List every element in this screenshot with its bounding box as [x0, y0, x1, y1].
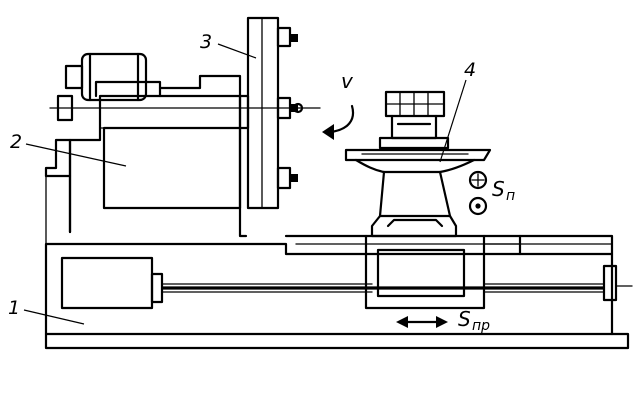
callout-4: 4 — [464, 59, 476, 81]
cross-feed-symbols: S п — [468, 170, 515, 216]
tool-holder — [344, 90, 492, 238]
longitudinal-feed: S пр — [396, 307, 490, 334]
callouts: 1 2 3 4 — [8, 31, 476, 325]
callout-1: 1 — [8, 297, 20, 319]
velocity-label: v — [341, 69, 354, 93]
cross-feed-subscript: п — [506, 188, 515, 204]
machine-bed — [44, 174, 630, 350]
cross-feed-label: S — [492, 177, 505, 201]
faceplate — [238, 16, 304, 210]
callout-2: 2 — [10, 131, 22, 153]
longitudinal-feed-subscript: пр — [472, 318, 490, 334]
carriage — [364, 234, 521, 310]
callout-3: 3 — [200, 31, 212, 53]
headstock — [44, 52, 321, 238]
lead-screw-assembly — [60, 256, 633, 310]
longitudinal-feed-label: S — [458, 307, 471, 331]
rotation-arrow: v — [322, 69, 355, 140]
